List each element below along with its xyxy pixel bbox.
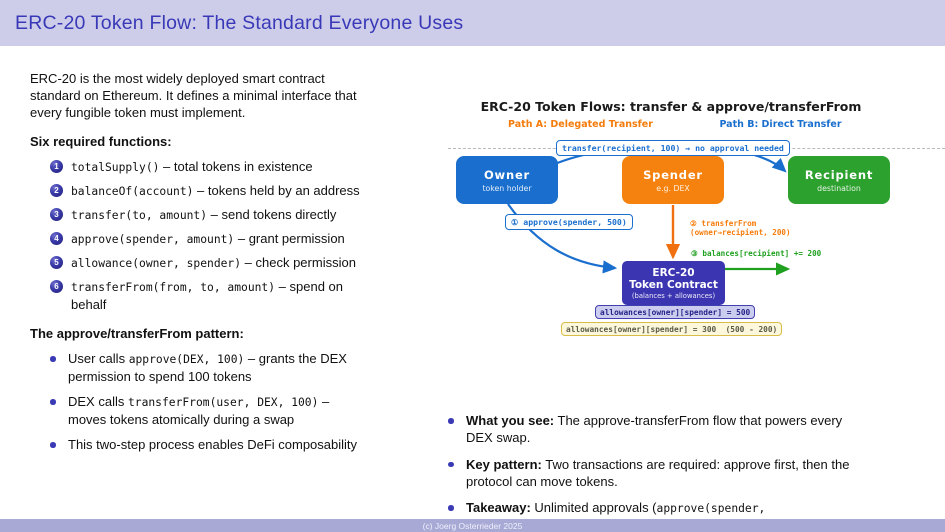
allowance-before-label: allowances[owner][spender] = 500 [595, 305, 756, 319]
function-code: transferFrom(from, to, amount) [71, 281, 276, 294]
contract-line2: Token Contract [629, 278, 718, 291]
balances-update-label: ③ balances[recipient] += 200 [691, 249, 822, 258]
function-desc: – send tokens directly [207, 207, 337, 222]
pattern-bullet-list: User calls approve(DEX, 100) – grants th… [30, 350, 435, 454]
bullet-text: DEX calls [68, 394, 128, 409]
spender-title: Spender [643, 167, 703, 182]
list-item: Takeaway: Unlimited approvals (approve(s… [448, 499, 943, 517]
contract-line3: (balances + allowances) [631, 291, 716, 300]
function-desc: – tokens held by an address [193, 183, 360, 198]
list-item: What you see: The approve-transferFrom f… [448, 412, 943, 447]
list-item: Key pattern: Two transactions are requir… [448, 456, 943, 491]
enumerate-ball: 1 [50, 160, 63, 173]
page-title: ERC-20 Token Flow: The Standard Everyone… [15, 11, 464, 34]
path-b-label: Path B: Direct Transfer [719, 119, 842, 130]
function-desc: – spend on behalf [71, 279, 343, 312]
intro-paragraph: ERC-20 is the most widely deployed smart… [30, 71, 357, 120]
list-item: 3 transfer(to, amount) – send tokens dir… [50, 206, 435, 224]
contract-line1: ERC-20 [652, 266, 695, 279]
list-item: This two-step process enables DeFi compo… [50, 436, 435, 454]
owner-subtitle: token holder [482, 183, 532, 193]
note-label: Takeaway: [466, 500, 531, 515]
note-text: Two transactions are required: approve f… [466, 456, 850, 489]
recipient-title: Recipient [804, 167, 874, 182]
enumerate-ball: 3 [50, 208, 63, 221]
function-code: totalSupply() [71, 161, 160, 174]
enumerate-ball: 4 [50, 232, 63, 245]
list-item: 4 approve(spender, amount) – grant permi… [50, 230, 435, 248]
owner-box: Owner token holder [456, 156, 558, 204]
recipient-box: Recipient destination [788, 156, 890, 204]
left-column: ERC-20 is the most widely deployed smart… [30, 70, 435, 462]
bullet-code: approve(DEX, 100) [128, 353, 245, 366]
slide-title-bar: ERC-20 Token Flow: The Standard Everyone… [0, 0, 945, 46]
functions-heading: Six required functions: [30, 134, 172, 149]
owner-title: Owner [483, 167, 531, 182]
bullet-text: User calls [68, 351, 129, 366]
approve-call-label: ① approve(spender, 500) [505, 214, 633, 230]
function-code: allowance(owner, spender) [71, 257, 242, 270]
function-code: approve(spender, amount) [71, 233, 235, 246]
enumerate-ball: 2 [50, 184, 63, 197]
function-desc: – grant permission [234, 231, 345, 246]
enumerate-ball: 6 [50, 280, 63, 293]
spender-box: Spender e.g. DEX [622, 156, 724, 204]
bullet-code: transferFrom(user, DEX, 100) [127, 396, 319, 409]
list-item: 1 totalSupply() – total tokens in existe… [50, 158, 435, 176]
list-item: User calls approve(DEX, 100) – grants th… [50, 350, 435, 385]
note-label: Key pattern: [466, 456, 542, 472]
note-text: The approve-transferFrom flow that power… [466, 413, 843, 445]
required-functions-list: 1 totalSupply() – total tokens in existe… [30, 158, 435, 313]
token-flow-diagram: ERC-20 Token Flows: transfer & approve/t… [448, 98, 945, 344]
list-item: 6 transferFrom(from, to, amount) – spend… [50, 278, 435, 313]
function-desc: – check permission [241, 255, 356, 270]
function-code: balanceOf(account) [71, 185, 194, 198]
list-item: 5 allowance(owner, spender) – check perm… [50, 254, 435, 272]
bullet-text: – moves tokens atomically during a swap [68, 394, 330, 427]
list-item: DEX calls transferFrom(user, DEX, 100) –… [50, 393, 435, 428]
transferfrom-call-label: ② transferFrom (owner→recipient, 200) [690, 219, 791, 237]
enumerate-ball: 5 [50, 256, 63, 269]
copyright-text: (c) Joerg Osterrieder 2025 [422, 520, 523, 531]
allowance-after-label: allowances[owner][spender] = 300 (500 - … [561, 322, 783, 336]
function-code: transfer(to, amount) [71, 209, 208, 222]
footer-bar: (c) Joerg Osterrieder 2025 [0, 519, 945, 532]
token-contract-box: ERC-20 Token Contract (balances + allowa… [622, 261, 725, 305]
bullet-text: – grants the DEX permission to spend 100… [68, 351, 347, 384]
recipient-subtitle: destination [817, 183, 861, 193]
spender-subtitle: e.g. DEX [656, 183, 690, 193]
note-text: Unlimited approvals ( [530, 500, 657, 515]
list-item: 2 balanceOf(account) – tokens held by an… [50, 182, 435, 200]
function-desc: – total tokens in existence [159, 159, 313, 174]
pattern-heading: The approve/transferFrom pattern: [30, 326, 244, 341]
note-label: What you see: [466, 413, 555, 428]
bullet-text: This two-step process enables DeFi compo… [68, 437, 358, 452]
transfer-call-label: transfer(recipient, 100) → no approval n… [556, 140, 790, 156]
diagram-title: ERC-20 Token Flows: transfer & approve/t… [480, 99, 862, 114]
note-code: approve(spender, [656, 502, 766, 515]
summary-notes: What you see: The approve-transferFrom f… [448, 412, 943, 526]
path-a-label: Path A: Delegated Transfer [508, 119, 653, 130]
